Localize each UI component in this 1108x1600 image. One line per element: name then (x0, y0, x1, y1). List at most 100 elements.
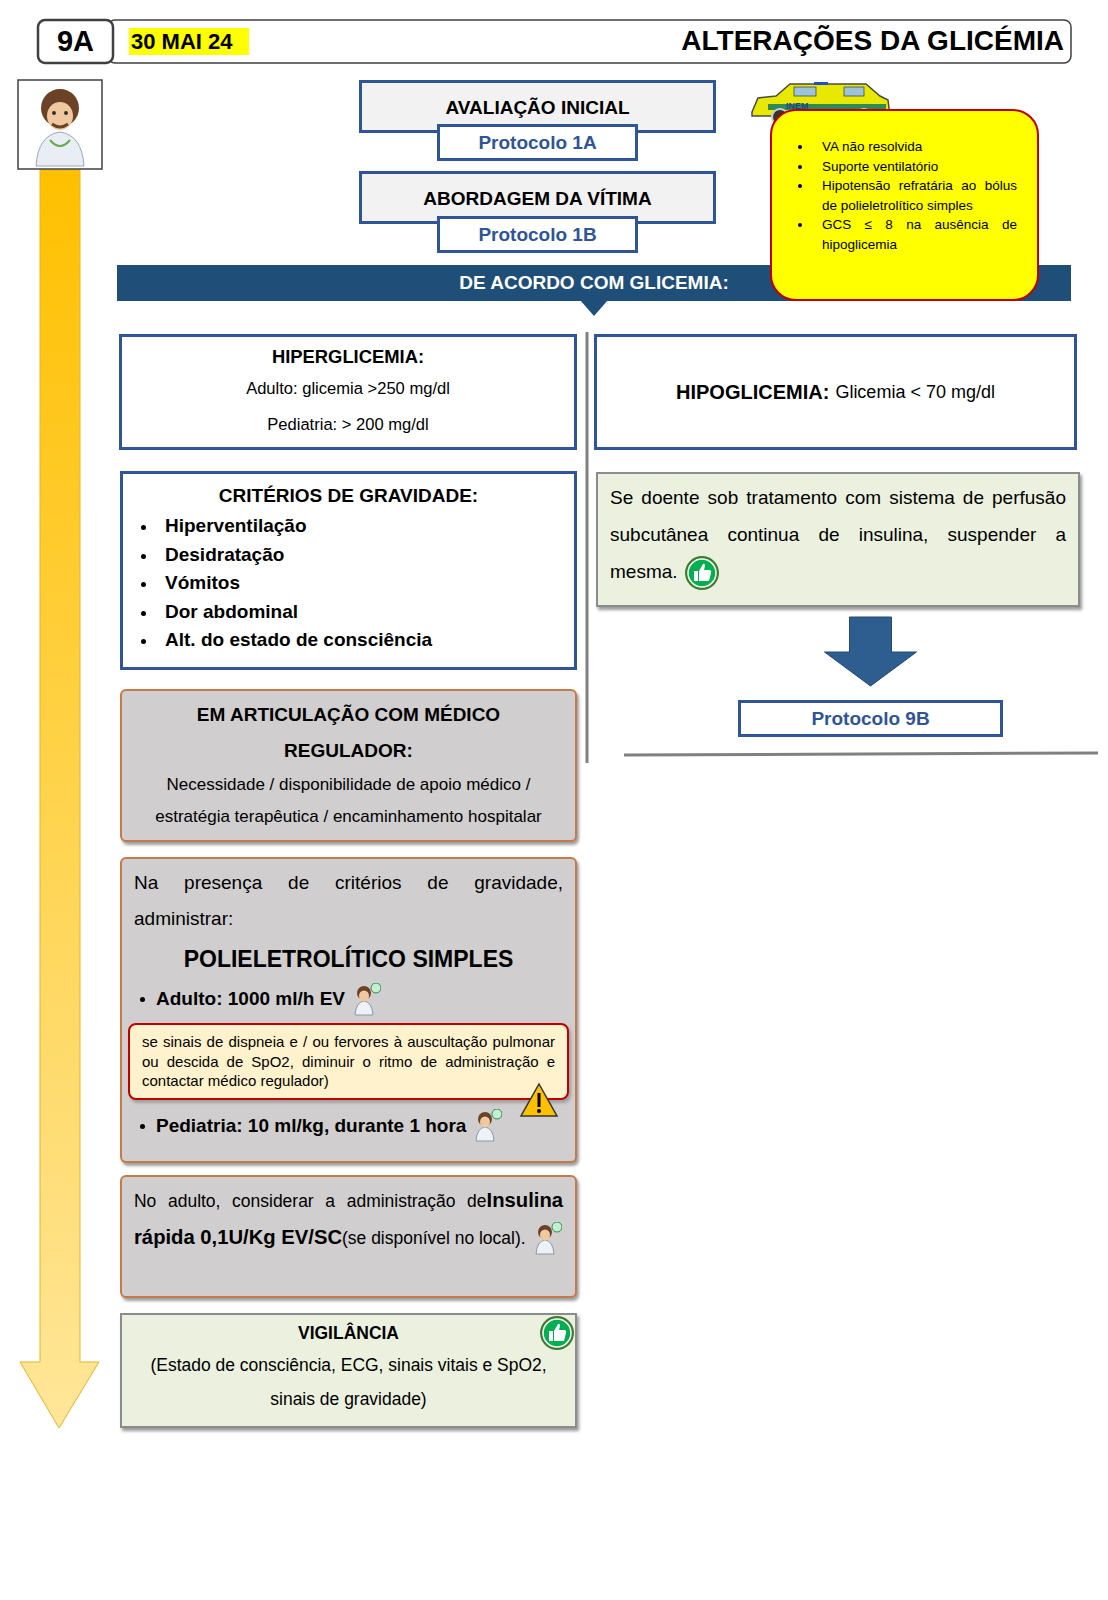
node-text: Protocolo 1A (478, 132, 596, 153)
text-row: Vómitos (135, 569, 562, 598)
avatar-icon (18, 80, 102, 169)
action-box: EM ARTICULAÇÃO COM MÉDICO REGULADOR: Nece… (120, 689, 577, 842)
node-text: Adulto: glicemia >250 mg/dl (246, 379, 450, 398)
node-text: Se doente sob tratamento com sistema de … (610, 487, 1066, 582)
text-row: Desidratação (135, 541, 562, 570)
node-text: Dor abdominal (165, 601, 298, 622)
header-frame (108, 20, 1071, 63)
node-text: EM ARTICULAÇÃO COM MÉDICO REGULADOR: (197, 704, 500, 761)
node-text: Pediatria: > 200 mg/dl (267, 415, 428, 434)
text-row: EM ARTICULAÇÃO COM MÉDICO REGULADOR: (134, 697, 563, 769)
node-text: POLIELETROLÍTICO SIMPLES (184, 946, 514, 972)
text-row: VA não resolvida (806, 137, 1017, 157)
node-text: GCS ≤ 8 na ausência de hipoglicemia (822, 217, 1017, 252)
flow-arrow (825, 617, 917, 686)
node-text: Na presença de critérios de gravidade, a… (134, 872, 563, 929)
text-row: Protocolo 1A (478, 130, 596, 156)
text-row: Suporte ventilatório (806, 157, 1017, 177)
text-row: Hipotensão refratária ao bólus de poliel… (806, 176, 1017, 215)
node-text: Glicemia < 70 mg/dl (835, 382, 995, 402)
doctor-icon (472, 1109, 502, 1143)
warning-box: se sinais de dispneia e / ou fervores à … (128, 1023, 569, 1100)
text-row: HIPOGLICEMIA: (676, 377, 829, 407)
page-title: ALTERAÇÕES DA GLICÉMIA (300, 23, 1064, 59)
text-row: Hiperventilação (135, 512, 562, 541)
doctor-icon (532, 1222, 562, 1256)
approval-icon (537, 1313, 577, 1353)
protocol-box: Protocolo 1A (437, 124, 638, 161)
text-row: Dor abdominal (135, 598, 562, 627)
text-row: POLIELETROLÍTICO SIMPLES (134, 937, 563, 981)
text-row: ABORDAGEM DA VÍTIMA (362, 187, 713, 211)
text-row: Se doente sob tratamento com sistema de … (610, 487, 1066, 582)
monitoring-box: VIGILÂNCIA (Estado de consciência, ECG, s… (120, 1313, 577, 1428)
text-row: Pediatria: > 200 mg/dl (134, 407, 562, 444)
text-row: (se disponível no local). (342, 1228, 562, 1248)
header-code-box (38, 20, 113, 63)
section-end-line (624, 753, 1098, 755)
text-row: Alt. do estado de consciência (135, 626, 562, 655)
node-text: Hipotensão refratária ao bólus de poliel… (822, 178, 1017, 213)
text-row: se sinais de dispneia e / ou fervores à … (142, 1032, 555, 1091)
text-row: GCS ≤ 8 na ausência de hipoglicemia (806, 215, 1017, 254)
text-row: DE ACORDO COM GLICEMIA: (459, 268, 729, 298)
node-text: Suporte ventilatório (822, 159, 938, 174)
severity-box: CRITÉRIOS DE GRAVIDADE: HiperventilaçãoDe… (120, 471, 577, 670)
protocol-code: 9A (38, 23, 113, 59)
text-row: No adulto, considerar a administração de (134, 1191, 487, 1211)
node-text: ABORDAGEM DA VÍTIMA (423, 188, 651, 209)
node-text: Adulto: 1000 ml/h EV (156, 988, 345, 1009)
node-text: Necessidade / disponibilidade de apoio m… (155, 775, 542, 826)
text-row: (Estado de consciência, ECG, sinais vita… (134, 1348, 563, 1416)
node-text: Alt. do estado de consciência (165, 629, 432, 650)
node-text: Vómitos (165, 572, 240, 593)
criteria-box: HIPOGLICEMIA: Glicemia < 70 mg/dl (594, 334, 1077, 450)
text-row: VIGILÂNCIA (134, 1319, 563, 1348)
node-text: CRITÉRIOS DE GRAVIDADE: (219, 485, 478, 506)
node-text: se sinais de dispneia e / ou fervores à … (142, 1033, 555, 1089)
action-box: Na presença de critérios de gravidade, a… (120, 857, 577, 1163)
protocol-box: Protocolo 1B (437, 216, 638, 253)
column-divider (586, 332, 589, 763)
warning-icon (519, 1082, 559, 1118)
text-row: Adulto: 1000 ml/h EV (134, 981, 563, 1017)
text-row: Protocolo 1B (478, 222, 596, 248)
date-label: 30 MAI 24 (131, 29, 233, 55)
callout-box: VA não resolvidaSuporte ventilatórioHipo… (770, 109, 1039, 301)
band-notch (580, 300, 608, 316)
node-text: Pediatria: 10 ml/kg, durante 1 hora (156, 1115, 466, 1136)
node-text: VIGILÂNCIA (298, 1323, 399, 1343)
doctor-icon (351, 983, 381, 1017)
text-row: Adulto: glicemia >250 mg/dl (134, 371, 562, 408)
text-row: Na presença de critérios de gravidade, a… (134, 865, 563, 937)
step-box: AVALIAÇÃO INICIALProtocolo 1A (359, 80, 716, 133)
action-box: No adulto, considerar a administração de… (120, 1175, 577, 1298)
node-text: Protocolo 1B (478, 224, 596, 245)
node-text: Desidratação (165, 544, 284, 565)
approval-icon (684, 555, 720, 591)
text-row: Pediatria: 10 ml/kg, durante 1 hora (134, 1108, 563, 1144)
protocol-box: Protocolo 9B (738, 700, 1003, 737)
action-box: Se doente sob tratamento com sistema de … (596, 472, 1080, 607)
node-text: No adulto, considerar a administração de (134, 1191, 487, 1211)
node-text: DE ACORDO COM GLICEMIA: (459, 272, 729, 293)
node-text: HIPOGLICEMIA: (676, 381, 829, 403)
step-box: ABORDAGEM DA VÍTIMAProtocolo 1B (359, 171, 716, 224)
node-text: AVALIAÇÃO INICIAL (445, 97, 629, 118)
text-row: HIPERGLICEMIA: (134, 343, 562, 371)
text-row: Protocolo 9B (811, 706, 929, 732)
text-row: Necessidade / disponibilidade de apoio m… (134, 769, 563, 833)
text-row: CRITÉRIOS DE GRAVIDADE: (135, 480, 562, 512)
text-row: Glicemia < 70 mg/dl (835, 377, 995, 407)
node-text: Protocolo 9B (811, 708, 929, 729)
timeline-arrow (20, 170, 99, 1428)
node-text: (Estado de consciência, ECG, sinais vita… (150, 1355, 546, 1409)
text-row: AVALIAÇÃO INICIAL (362, 96, 713, 120)
criteria-box: HIPERGLICEMIA: Adulto: glicemia >250 mg/d… (119, 334, 577, 450)
date-highlight (129, 28, 249, 55)
node-text: VA não resolvida (822, 139, 922, 154)
node-text: Hiperventilação (165, 515, 307, 536)
node-text: (se disponível no local). (342, 1228, 526, 1248)
node-text: HIPERGLICEMIA: (272, 346, 424, 367)
